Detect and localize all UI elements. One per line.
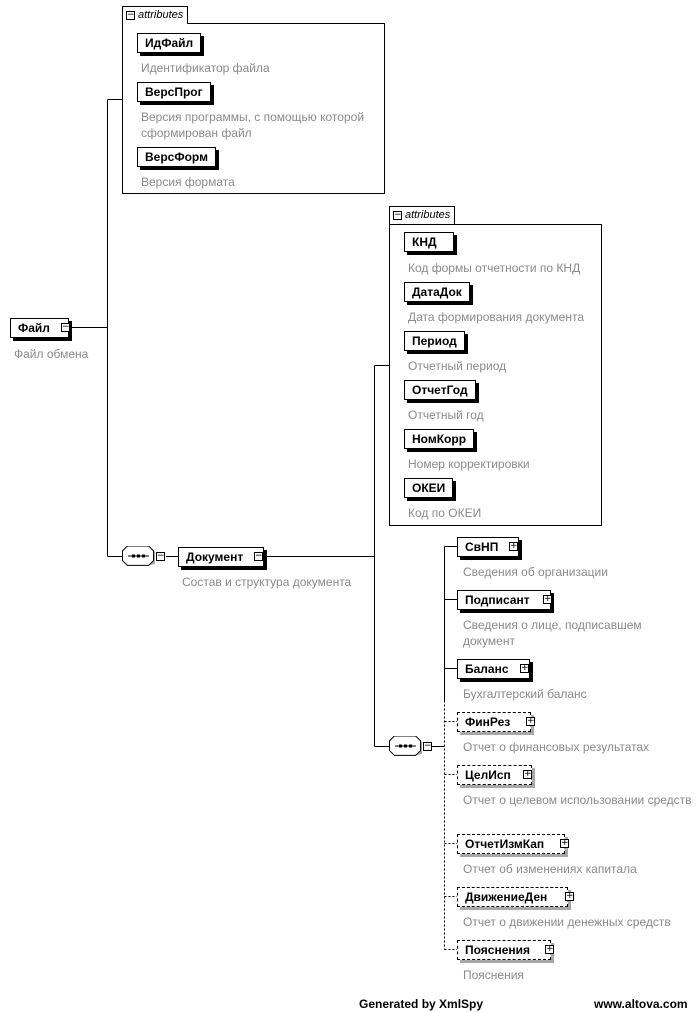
plus-box-icon[interactable]: + — [543, 594, 552, 604]
plus-box-icon[interactable]: + — [545, 944, 554, 954]
minus-box-icon[interactable]: − — [126, 9, 135, 20]
attribute-node[interactable]: Период — [404, 331, 465, 351]
child-element-celisp[interactable]: ЦелИсп — [457, 765, 532, 785]
child-element-desc: Отчет о финансовых результатах — [463, 740, 650, 754]
attribute-node[interactable]: ВерсПрог — [137, 82, 211, 102]
child-element-desc: Сведения о лице, подписавшем документ — [463, 618, 642, 648]
attribute-node[interactable]: ОтчетГод — [404, 380, 476, 400]
generated-by-label: Generated by XmlSpy — [359, 997, 484, 1011]
document-element-desc: Состав и структура документа — [182, 575, 352, 589]
attribute-node[interactable]: КНД — [404, 232, 454, 252]
plus-box-icon[interactable]: + — [565, 891, 574, 901]
child-element-desc: Сведения об организации — [463, 565, 608, 579]
child-element-desc: Отчет о движении денежных средств — [463, 915, 671, 929]
plus-box-icon[interactable]: + — [560, 838, 569, 848]
child-element-podpisant[interactable]: Подписант — [457, 590, 551, 610]
child-element-desc: Отчет о целевом использовании средств — [463, 793, 692, 807]
child-element-desc: Бухгалтерский баланс — [463, 687, 587, 701]
plus-box-icon[interactable]: + — [523, 769, 532, 779]
attribute-desc: Отчетный период — [408, 359, 507, 373]
plus-box-icon[interactable]: + — [526, 716, 535, 726]
minus-box-icon[interactable]: − — [156, 551, 165, 561]
sequence-compositor-icon[interactable] — [389, 736, 423, 756]
attribute-desc: Код формы отчетности по КНД — [408, 261, 581, 275]
child-element-svnp[interactable]: СвНП — [457, 537, 520, 557]
document-attributes-panel — [389, 224, 602, 526]
attribute-desc: Версия формата — [141, 175, 235, 189]
attribute-node[interactable]: ВерсФорм — [137, 147, 216, 167]
attribute-desc: Дата формирования документа — [408, 310, 585, 324]
plus-box-icon[interactable]: + — [509, 541, 518, 551]
child-element-balans[interactable]: Баланс — [457, 659, 530, 679]
document-attributes-tab[interactable]: −attributes — [389, 206, 456, 224]
plus-box-icon[interactable]: + — [520, 663, 529, 673]
child-element-desc: Пояснения — [463, 968, 524, 982]
minus-box-icon[interactable]: − — [254, 551, 263, 561]
child-element-finrez[interactable]: ФинРез — [457, 712, 532, 732]
attribute-node[interactable]: ДатаДок — [404, 282, 470, 302]
altova-link[interactable]: www.altova.com — [594, 997, 688, 1011]
attribute-node[interactable]: ОКЕИ — [404, 478, 454, 498]
attribute-node[interactable]: НомКорр — [404, 429, 475, 449]
attribute-node[interactable]: ИдФайл — [137, 33, 202, 53]
document-element-node[interactable]: Документ — [178, 547, 265, 567]
attribute-desc: Код по ОКЕИ — [408, 506, 482, 520]
minus-box-icon[interactable]: − — [423, 741, 432, 751]
attribute-desc: Идентификатор файла — [141, 61, 270, 75]
root-element-node[interactable]: Файл — [10, 318, 69, 338]
child-element-poyasneniya[interactable]: Пояснения — [457, 940, 552, 960]
child-element-dvizhenieden[interactable]: ДвижениеДен — [457, 887, 569, 907]
child-element-otchetizmkap[interactable]: ОтчетИзмКап — [457, 834, 566, 854]
attribute-desc: Номер корректировки — [408, 457, 530, 471]
sequence-compositor-icon[interactable] — [122, 546, 156, 566]
attribute-desc: Отчетный год — [408, 408, 484, 422]
minus-box-icon[interactable]: − — [61, 322, 70, 332]
attribute-desc: Версия программы, с помощью которой сфор… — [141, 110, 365, 140]
root-element-desc: Файл обмена — [14, 347, 89, 361]
child-element-desc: Отчет об изменениях капитала — [463, 862, 637, 876]
root-attributes-tab[interactable]: −attributes — [122, 6, 189, 24]
minus-box-icon[interactable]: − — [393, 209, 402, 220]
attributes-header: attributes — [138, 9, 184, 21]
attributes-header: attributes — [405, 209, 451, 221]
